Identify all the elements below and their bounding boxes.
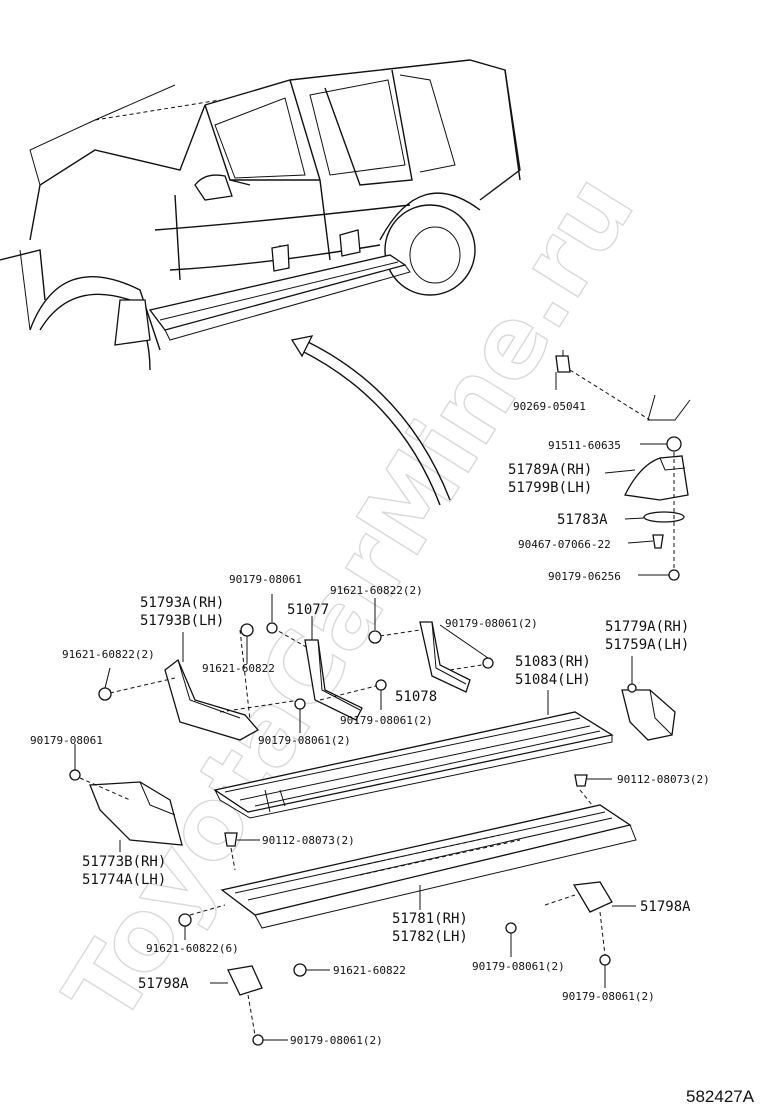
nut-90179-b (294, 698, 306, 710)
label-51084: 51084(LH) (515, 672, 591, 688)
mudguard-left (69, 744, 183, 852)
label-51799B: 51799B(LH) (508, 480, 592, 496)
label-51793B: 51793B(LH) (140, 613, 224, 629)
mudguard-assembly (555, 350, 691, 581)
label-91511-60635: 91511-60635 (548, 439, 621, 452)
label-51774A: 51774A(LH) (82, 872, 166, 888)
label-90112-08073-2-mid: 90112-08073(2) (262, 834, 355, 847)
callout-arrow (290, 335, 451, 506)
label-51759A: 51759A(LH) (605, 637, 689, 653)
label-90179-08061-2-c: 90179-08061(2) (472, 960, 565, 973)
bracket-51077 (272, 616, 381, 721)
label-91621-60822-2-top: 91621-60822(2) (330, 584, 423, 597)
label-51782: 51782(LH) (392, 929, 468, 945)
label-91621-60822-6: 91621-60822(6) (146, 942, 239, 955)
bolt-91621-bottom (293, 963, 307, 977)
label-90179-08061-2-a: 90179-08061(2) (340, 714, 433, 727)
vehicle-sketch (0, 59, 521, 371)
screw-90112-right (574, 774, 588, 787)
nut-90179-e (599, 954, 611, 966)
label-91621-60822-2-left: 91621-60822(2) (62, 648, 155, 661)
label-51083: 51083(RH) (515, 654, 591, 670)
label-51773B: 51773B(RH) (82, 854, 166, 870)
bracket-51798a-left (210, 965, 263, 1036)
label-90179-08061-2-mid: 90179-08061(2) (445, 617, 538, 630)
label-91621-60822-mid: 91621-60822 (202, 662, 275, 675)
diagram-id: 582427A (686, 1087, 755, 1106)
label-90179-08061-2-b: 90179-08061(2) (258, 734, 351, 747)
screw-90112-mid (224, 832, 238, 847)
label-51798A-right: 51798A (640, 899, 691, 915)
label-90179-08061-left: 90179-08061 (30, 734, 103, 747)
label-51798A-left: 51798A (138, 976, 189, 992)
label-51789A: 51789A(RH) (508, 462, 592, 478)
bracket-51798a-right (544, 881, 636, 956)
nut-90179-d (505, 922, 517, 934)
end-cap-right (621, 656, 676, 741)
nut-90179-a (375, 679, 387, 691)
label-51781: 51781(RH) (392, 911, 468, 927)
label-90179-08061-top: 90179-08061 (229, 573, 302, 586)
bolt-91621-mid (240, 623, 254, 637)
nut-90179-bottom (252, 1034, 264, 1046)
label-90179-06256: 90179-06256 (548, 570, 621, 583)
bracket-51078 (379, 621, 489, 693)
part-labels: 90269-05041 91511-60635 51789A(RH) 51799… (30, 400, 710, 1047)
bolt-91621-six (178, 913, 192, 927)
label-91621-60822-bottom: 91621-60822 (333, 964, 406, 977)
bracket-51793 (109, 629, 301, 741)
label-90112-08073-2-right: 90112-08073(2) (617, 773, 710, 786)
step-board-upper (213, 690, 614, 819)
label-90467-07066-22: 90467-07066-22 (518, 538, 611, 551)
nut-90179-c (482, 657, 494, 669)
bolt-91621-left (98, 687, 112, 701)
label-90269-05041: 90269-05041 (513, 400, 586, 413)
label-90179-08061-2-d: 90179-08061(2) (562, 990, 655, 1003)
label-51077: 51077 (287, 602, 329, 618)
label-51779A: 51779A(RH) (605, 619, 689, 635)
bolt-91621-top (368, 630, 382, 644)
step-board-lower (220, 804, 637, 929)
nut-90179-top (266, 622, 278, 634)
label-90179-08061-2-bottom: 90179-08061(2) (290, 1034, 383, 1047)
label-51783A: 51783A (557, 512, 608, 528)
label-51793A: 51793A(RH) (140, 595, 224, 611)
label-51078: 51078 (395, 689, 437, 705)
